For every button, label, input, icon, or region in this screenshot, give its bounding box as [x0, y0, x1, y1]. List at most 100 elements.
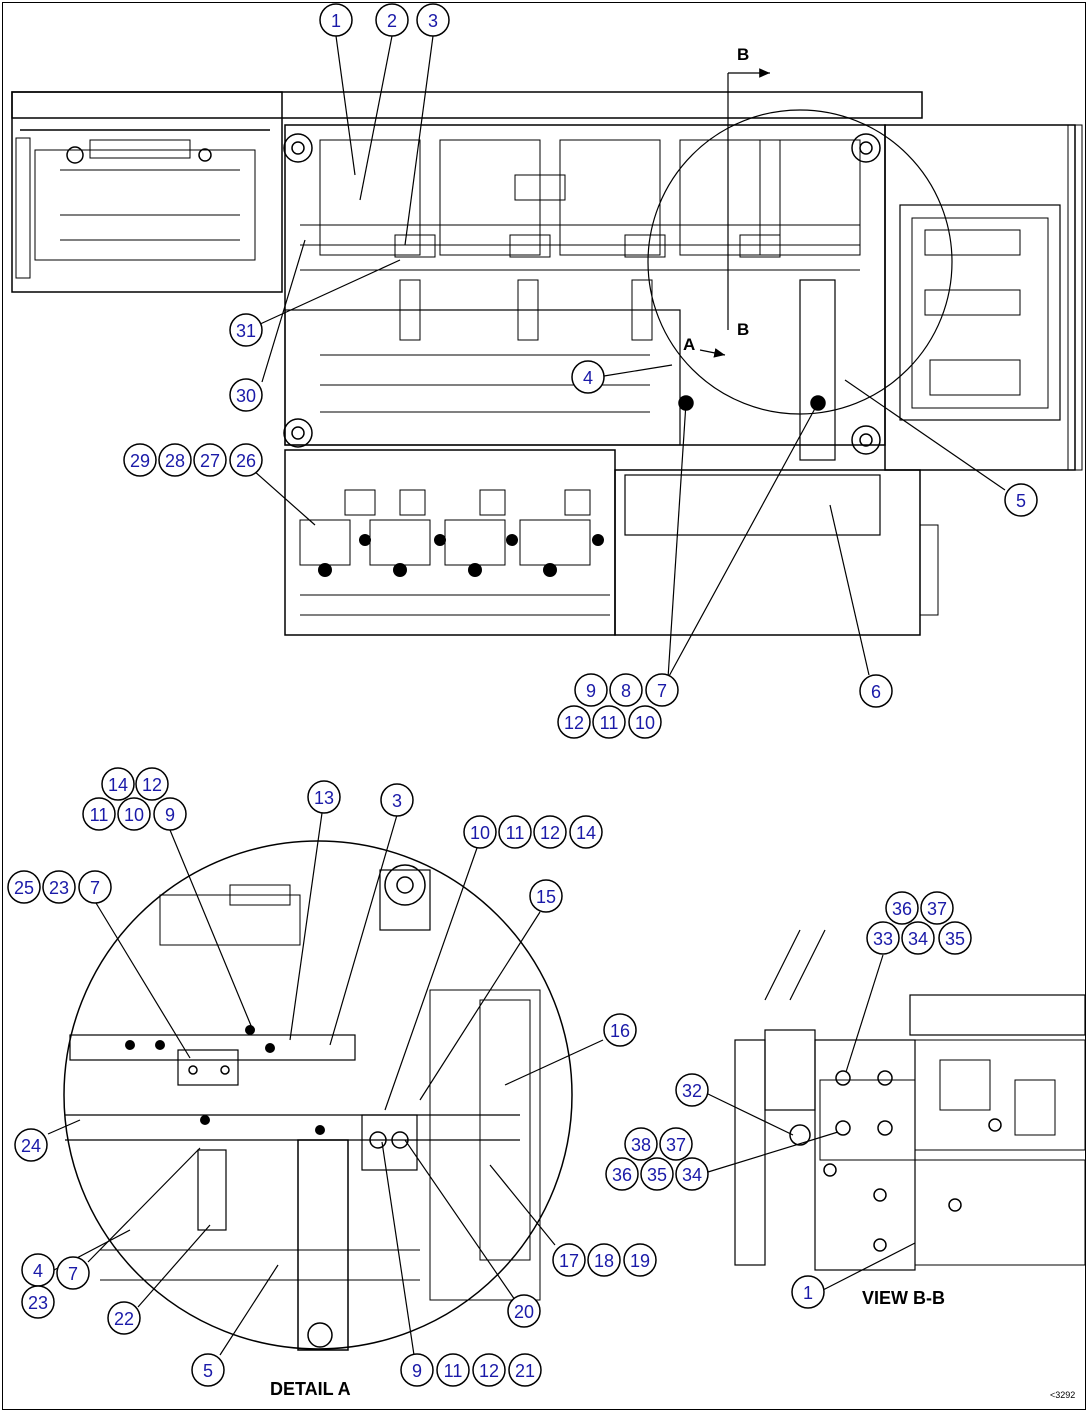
svg-text:23: 23 [28, 1293, 48, 1313]
main-body [284, 124, 886, 446]
callout-c_vb_38[interactable]: 38 [624, 1127, 658, 1161]
callout-c_da_14b[interactable]: 14 [569, 815, 603, 849]
callout-c_da_18[interactable]: 18 [587, 1243, 621, 1277]
callout-c_da_14a[interactable]: 14 [101, 767, 135, 801]
svg-text:14: 14 [576, 823, 596, 843]
svg-text:4: 4 [583, 368, 593, 388]
callout-c_da_9b[interactable]: 9 [400, 1353, 434, 1387]
callout-c_top_7[interactable]: 7 [645, 673, 679, 707]
callout-c_vb_33[interactable]: 33 [866, 921, 900, 955]
callout-c_top_28[interactable]: 28 [158, 443, 192, 477]
callout-c_da_23b[interactable]: 23 [21, 1285, 55, 1319]
callout-c_top_3[interactable]: 3 [416, 3, 450, 37]
callout-c_top_10[interactable]: 10 [628, 705, 662, 739]
callout-c_vb_36b[interactable]: 36 [605, 1157, 639, 1191]
svg-text:22: 22 [114, 1309, 134, 1329]
callout-c_top_5[interactable]: 5 [1004, 483, 1038, 517]
callout-c_top_12[interactable]: 12 [557, 705, 591, 739]
callout-c_vb_37a[interactable]: 37 [920, 891, 954, 925]
svg-text:35: 35 [647, 1165, 667, 1185]
callout-c_da_15[interactable]: 15 [529, 879, 563, 913]
callout-c_da_20[interactable]: 20 [507, 1294, 541, 1328]
callout-c_vb_34b[interactable]: 34 [675, 1157, 709, 1191]
callout-c_da_21[interactable]: 21 [508, 1353, 542, 1387]
svg-text:23: 23 [49, 878, 69, 898]
callout-c_vb_37b[interactable]: 37 [659, 1127, 693, 1161]
svg-text:12: 12 [142, 775, 162, 795]
callout-c_da_11b[interactable]: 11 [498, 815, 532, 849]
callout-c_vb_36a[interactable]: 36 [885, 891, 919, 925]
svg-text:1: 1 [331, 11, 341, 31]
svg-text:11: 11 [506, 823, 525, 843]
svg-text:7: 7 [657, 681, 667, 701]
svg-text:11: 11 [444, 1361, 463, 1381]
callout-c_top_2[interactable]: 2 [375, 3, 409, 37]
callout-c_vb_32[interactable]: 32 [675, 1073, 709, 1107]
svg-text:34: 34 [682, 1165, 702, 1185]
callout-c_da_25[interactable]: 25 [7, 870, 41, 904]
detail-a-circle-marker [647, 109, 953, 415]
callout-c_top_8[interactable]: 8 [609, 673, 643, 707]
callout-c_da_23a[interactable]: 23 [42, 870, 76, 904]
section-b-top-label: B [737, 45, 749, 64]
svg-text:37: 37 [927, 899, 947, 919]
svg-text:25: 25 [14, 878, 34, 898]
callout-c_da_9a[interactable]: 9 [153, 797, 187, 831]
callout-c_da_16[interactable]: 16 [603, 1013, 637, 1047]
top-assembly-view [11, 68, 1083, 636]
svg-text:13: 13 [314, 788, 334, 808]
callout-c_vb_1[interactable]: 1 [791, 1275, 825, 1309]
svg-text:26: 26 [236, 451, 256, 471]
callout-c_da_17[interactable]: 17 [552, 1243, 586, 1277]
callout-c_da_19[interactable]: 19 [623, 1243, 657, 1277]
svg-text:18: 18 [594, 1251, 614, 1271]
svg-text:37: 37 [666, 1135, 686, 1155]
callout-c_top_30[interactable]: 30 [229, 378, 263, 412]
callout-c_da_12c[interactable]: 12 [472, 1353, 506, 1387]
svg-text:34: 34 [908, 929, 928, 949]
callout-c_vb_35b[interactable]: 35 [640, 1157, 674, 1191]
callout-c_da_3[interactable]: 3 [380, 783, 414, 817]
svg-text:21: 21 [515, 1361, 535, 1381]
callout-c_da_22[interactable]: 22 [107, 1301, 141, 1335]
callout-c_da_11c[interactable]: 11 [436, 1353, 470, 1387]
svg-text:19: 19 [630, 1251, 650, 1271]
callout-c_top_31[interactable]: 31 [229, 313, 263, 347]
callout-c_da_13[interactable]: 13 [307, 780, 341, 814]
callout-c_top_27[interactable]: 27 [193, 443, 227, 477]
callout-c_vb_35a[interactable]: 35 [938, 921, 972, 955]
callout-bubbles: 1 2 3 31 30 4 5 29 28 27 26 6 9 8 7 12 1… [7, 3, 1038, 1387]
callout-c_top_4[interactable]: 4 [571, 360, 605, 394]
callout-c_da_12a[interactable]: 12 [135, 767, 169, 801]
figure-code: <3292 [1050, 1390, 1075, 1400]
callout-c_da_10a[interactable]: 10 [117, 797, 151, 831]
callout-c_da_11a[interactable]: 11 [82, 797, 116, 831]
view-bb-title: VIEW B-B [862, 1288, 945, 1308]
svg-text:6: 6 [871, 682, 881, 702]
view-bb [734, 929, 1086, 1271]
callout-c_top_29[interactable]: 29 [123, 443, 157, 477]
svg-text:9: 9 [412, 1361, 422, 1381]
svg-text:5: 5 [203, 1361, 213, 1381]
svg-text:7: 7 [90, 878, 100, 898]
callout-c_da_24[interactable]: 24 [14, 1128, 48, 1162]
callout-c_top_6[interactable]: 6 [859, 674, 893, 708]
callout-c_da_12b[interactable]: 12 [533, 815, 567, 849]
callout-c_top_11[interactable]: 11 [592, 705, 626, 739]
callout-c_da_7a[interactable]: 7 [78, 870, 112, 904]
svg-text:38: 38 [631, 1135, 651, 1155]
callout-c_da_5[interactable]: 5 [191, 1353, 225, 1387]
section-b-mid-label: B [737, 320, 749, 339]
callout-c_da_7b[interactable]: 7 [56, 1256, 90, 1290]
svg-text:16: 16 [610, 1021, 630, 1041]
callout-c_top_1[interactable]: 1 [319, 3, 353, 37]
callout-c_top_26[interactable]: 26 [229, 443, 263, 477]
svg-text:36: 36 [612, 1165, 632, 1185]
callout-c_da_4[interactable]: 4 [21, 1253, 55, 1287]
callout-c_top_9[interactable]: 9 [574, 673, 608, 707]
callout-c_vb_34a[interactable]: 34 [901, 921, 935, 955]
svg-text:36: 36 [892, 899, 912, 919]
callout-c_da_10b[interactable]: 10 [463, 815, 497, 849]
svg-text:10: 10 [470, 823, 490, 843]
